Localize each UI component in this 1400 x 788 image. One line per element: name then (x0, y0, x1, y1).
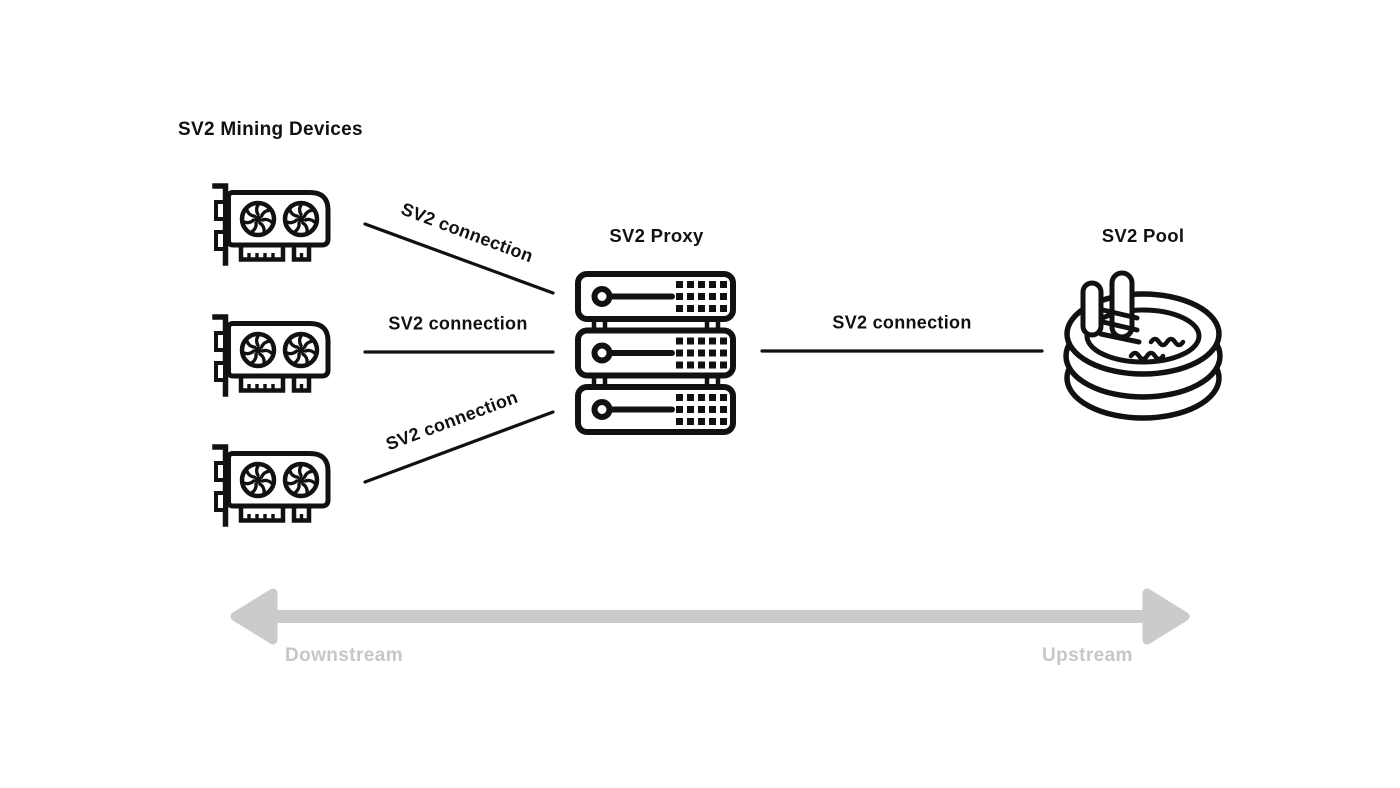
swimming-pool-icon (1063, 270, 1223, 421)
connection-label-4: SV2 connection (832, 312, 972, 333)
pool-title: SV2 Pool (1101, 225, 1185, 246)
server-rack-icon (575, 271, 736, 435)
connection-label-2: SV2 connection (388, 313, 528, 334)
upstream-label: Upstream (1042, 645, 1133, 666)
downstream-upstream-arrow (230, 588, 1190, 645)
downstream-label: Downstream (285, 645, 404, 666)
mining-devices-group-title: SV2 Mining Devices (178, 119, 363, 140)
proxy-title: SV2 Proxy (609, 225, 704, 246)
